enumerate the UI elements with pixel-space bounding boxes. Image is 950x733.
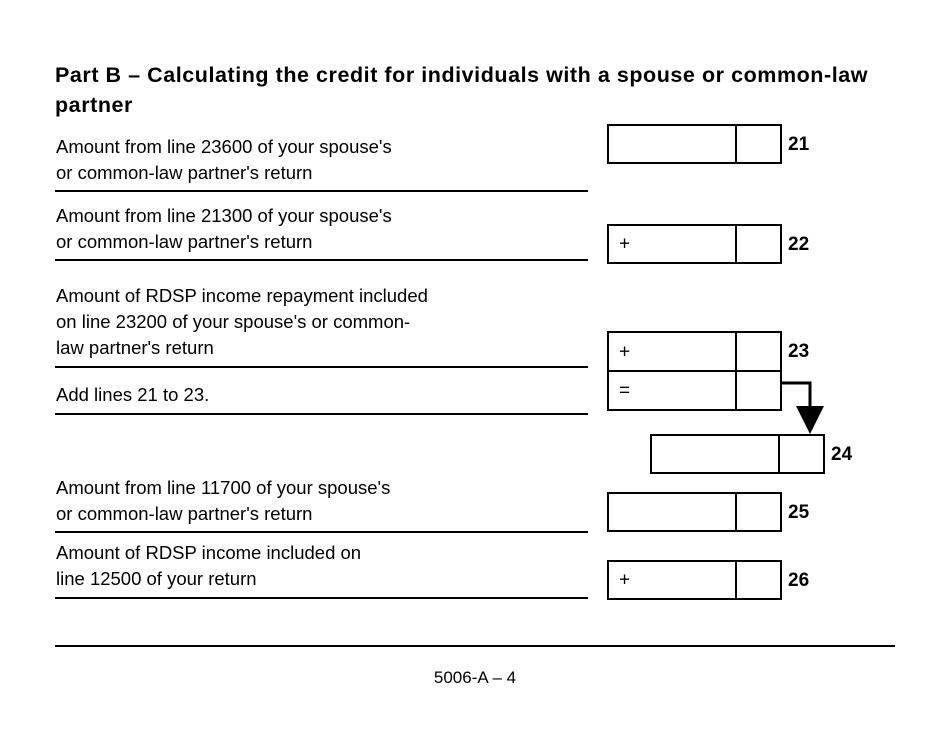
amount-cents-total[interactable] — [737, 372, 780, 409]
operator-23: + — [619, 341, 631, 362]
line-number-23: 23 — [788, 341, 810, 362]
amount-cents-21[interactable] — [737, 126, 780, 162]
row-rule-26 — [55, 597, 588, 599]
amount-dollars-total[interactable]: = — [609, 372, 737, 409]
line-number-22: 22 — [788, 234, 810, 255]
row-rule-total — [55, 413, 588, 415]
row-rule-25 — [55, 531, 588, 533]
row-rule-22 — [55, 259, 588, 261]
amount-dollars-24[interactable] — [652, 436, 780, 472]
row-rule-21 — [55, 190, 588, 192]
amount-box-23[interactable]: + — [607, 331, 782, 371]
row-label-22: Amount from line 21300 of your spouse's … — [56, 205, 392, 252]
page-title: Part B – Calculating the credit for indi… — [55, 63, 868, 117]
form-identifier: 5006-A – 4 — [433, 668, 517, 687]
amount-box-25[interactable] — [607, 492, 782, 532]
amount-box-24[interactable] — [650, 434, 825, 474]
line-number-25: 25 — [788, 502, 810, 523]
amount-cents-26[interactable] — [737, 562, 780, 598]
amount-box-26[interactable]: + — [607, 560, 782, 600]
amount-box-22[interactable]: + — [607, 224, 782, 264]
flow-arrow-icon — [782, 381, 824, 434]
amount-dollars-22[interactable]: + — [609, 226, 737, 262]
amount-box-21[interactable] — [607, 124, 782, 164]
amount-cents-23[interactable] — [737, 333, 780, 370]
amount-cents-25[interactable] — [737, 494, 780, 530]
amount-dollars-26[interactable]: + — [609, 562, 737, 598]
operator-26: + — [619, 569, 631, 591]
amount-dollars-25[interactable] — [609, 494, 737, 530]
row-label-23: Amount of RDSP income repayment included… — [56, 285, 428, 358]
row-label-25: Amount from line 11700 of your spouse's … — [56, 477, 391, 524]
amount-cents-24[interactable] — [780, 436, 823, 472]
row-rule-23 — [55, 366, 588, 368]
footer-divider — [55, 645, 895, 647]
amount-dollars-21[interactable] — [609, 126, 737, 162]
line-number-24: 24 — [831, 444, 853, 465]
line-number-26: 26 — [788, 570, 810, 591]
operator-total: = — [619, 380, 631, 401]
row-label-21: Amount from line 23600 of your spouse's … — [56, 136, 392, 183]
row-label-26: Amount of RDSP income included on line 1… — [56, 542, 362, 589]
row-label-total: Add lines 21 to 23. — [56, 384, 210, 405]
amount-cents-22[interactable] — [737, 226, 780, 262]
amount-dollars-23[interactable]: + — [609, 333, 737, 370]
operator-22: + — [619, 233, 631, 255]
amount-box-total[interactable]: = — [607, 371, 782, 411]
line-number-21: 21 — [788, 134, 810, 155]
